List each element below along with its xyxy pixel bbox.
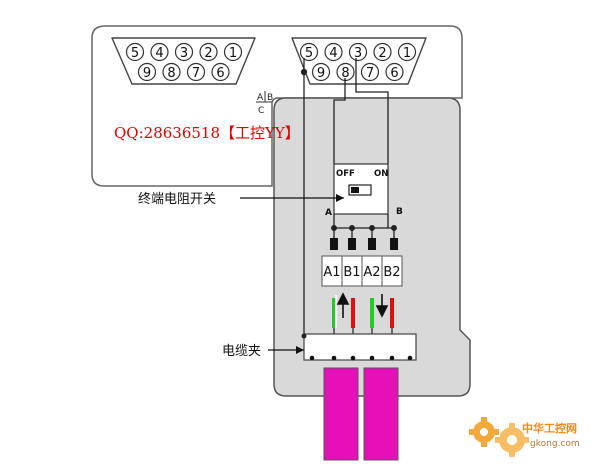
logo-url-text: gkong.com [530, 439, 580, 449]
terminal-box-3 [381, 255, 403, 287]
internal-wiring [331, 214, 397, 242]
right-dsub-connector: 5 4 3 2 1 9 8 7 6 [291, 37, 427, 85]
mark-a: A [257, 93, 264, 103]
left-connector-pin-top-1-label: 4 [155, 46, 163, 61]
right-connector-pin-top-1: 4 [324, 42, 343, 62]
switch-slider [348, 184, 372, 196]
left-connector-pin-top-4-label: 1 [229, 46, 237, 61]
terminal-label-a2: A2 [363, 265, 380, 280]
colored-wires [332, 295, 394, 328]
mark-b: B [267, 93, 273, 103]
right-connector-pin-bottom-3: 6 [385, 62, 404, 82]
cable-clamp-callout: 电缆夹 [222, 343, 304, 359]
left-connector-pin-bottom-2: 7 [186, 62, 206, 82]
cable-in [323, 367, 359, 461]
terminator-callout: 终端电阻开关 [138, 191, 344, 207]
left-connector-pin-top-2: 3 [174, 42, 194, 62]
left-connector-pin-bottom-0: 9 [137, 62, 157, 82]
gkong-logo: 中华工控网 gkong.com [469, 417, 580, 457]
signal-arrows [336, 292, 389, 318]
right-connector-pin-top-1-label: 4 [329, 46, 337, 61]
right-connector-pin-top-3: 2 [373, 42, 392, 62]
right-connector-pin-top-4: 1 [397, 42, 417, 62]
right-connector-pin-top-2: 3 [348, 42, 368, 62]
left-dsub-connector: 5 4 3 2 1 9 8 7 6 [111, 37, 256, 85]
left-connector-pin-top-2-label: 3 [180, 46, 188, 61]
left-connector-pin-top-3-label: 2 [204, 46, 212, 61]
right-connector-pin-bottom-0: 9 [311, 62, 331, 82]
right-connector-pin-bottom-3-label: 6 [390, 66, 398, 81]
left-connector-pin-top-1: 4 [150, 42, 169, 62]
switch-off-label: OFF [336, 169, 355, 179]
left-connector-pin-top-4: 1 [223, 42, 243, 62]
cable-out [363, 367, 399, 461]
right-connector-pin-bottom-2: 7 [360, 62, 380, 82]
left-connector-pin-bottom-0-label: 9 [143, 66, 151, 81]
left-connector-pin-bottom-1: 8 [162, 62, 181, 82]
right-connector-pin-top-3-label: 2 [378, 46, 386, 61]
watermark-qq: QQ:28636518【工控YY】 [114, 124, 300, 142]
mark-c: C [258, 106, 264, 116]
right-connector-pin-bottom-0-label: 9 [317, 66, 325, 81]
gear-icon [469, 417, 529, 457]
left-connector-pin-bottom-3: 6 [211, 62, 230, 82]
bus-cables [323, 367, 399, 461]
left-connector-pin-top-0: 5 [125, 42, 145, 62]
right-connector-pin-top-4-label: 1 [403, 46, 411, 61]
right-connector-pin-top-2-label: 3 [354, 46, 362, 61]
terminal-label-b2: B2 [383, 265, 400, 280]
label-terminator-switch: 终端电阻开关 [138, 191, 216, 207]
terminal-label-b1: B1 [343, 265, 360, 280]
right-connector-pin-bottom-1-label: 8 [341, 66, 349, 81]
switch-on-label: ON [374, 169, 388, 179]
resistor-blocks [330, 238, 398, 250]
left-connector-pin-top-3: 2 [199, 42, 218, 62]
side-a-label: A [325, 208, 332, 218]
dsub-wires [300, 58, 389, 335]
terminating-resistor-switch: OFF ON [333, 163, 389, 215]
ab-c-mark: A B C [256, 91, 273, 116]
cable-clamp [301, 333, 417, 361]
left-connector-pin-bottom-2-label: 7 [192, 66, 200, 81]
logo-cn-text: 中华工控网 [522, 421, 577, 435]
left-connector-pin-bottom-3-label: 6 [216, 66, 224, 81]
right-connector-pin-bottom-2-label: 7 [366, 66, 374, 81]
left-connector-pin-top-0-label: 5 [131, 46, 139, 61]
right-connector-pin-top-0: 5 [299, 42, 319, 62]
switch-knob [351, 187, 359, 193]
right-connector-pin-top-0-label: 5 [305, 46, 313, 61]
side-b-label: B [396, 207, 403, 217]
label-cable-clamp: 电缆夹 [222, 343, 261, 359]
terminal-label-a1: A1 [323, 265, 340, 280]
left-connector-pin-bottom-1-label: 8 [167, 66, 175, 81]
